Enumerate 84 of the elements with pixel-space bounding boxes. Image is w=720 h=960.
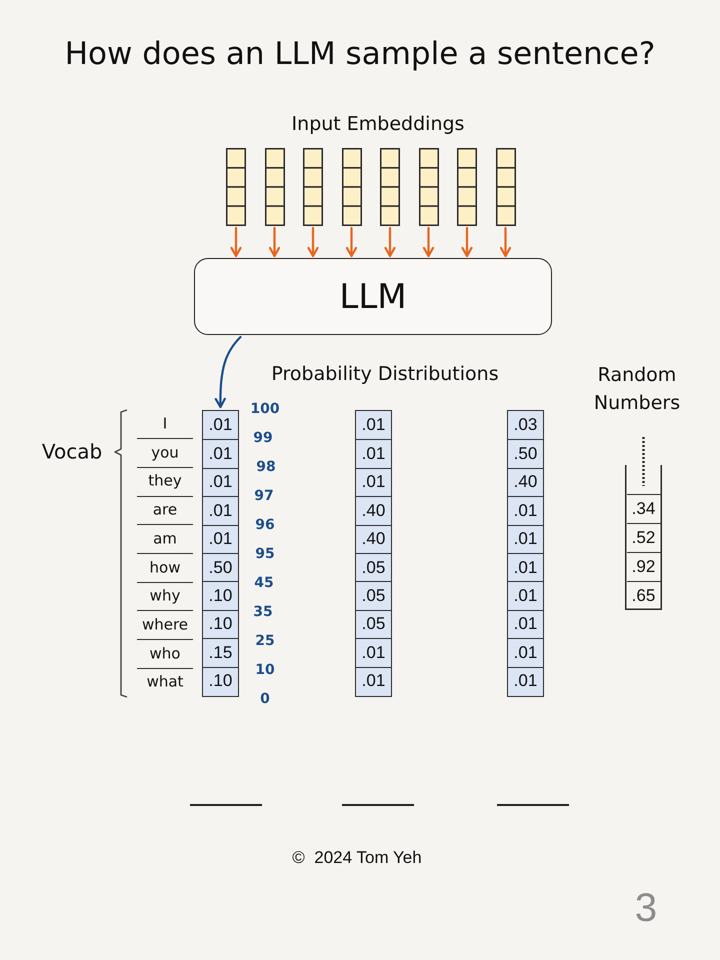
cumulative-number: 99 [253, 430, 273, 446]
random-number: .52 [626, 523, 660, 552]
vocab-word: am [153, 530, 177, 548]
probability-value: .01 [508, 553, 543, 582]
cumulative-number: 35 [253, 604, 273, 620]
probability-value: .10 [203, 610, 238, 638]
arrow [500, 226, 512, 258]
arrow [230, 226, 242, 258]
probability-column [507, 410, 544, 697]
vocab-word: you [151, 444, 179, 462]
probability-value: .01 [508, 496, 543, 525]
probability-value: .01 [508, 581, 543, 610]
vocab-word: are [152, 501, 178, 519]
probability-column [202, 410, 239, 697]
random-number: .34 [626, 494, 660, 523]
cumulative-number: 95 [255, 546, 275, 562]
arrow [461, 226, 473, 258]
embedding-vector [303, 148, 323, 226]
probability-value: .10 [203, 666, 238, 695]
probability-value: .40 [356, 496, 391, 525]
embedding-vector [380, 148, 400, 226]
probability-value: .01 [508, 610, 543, 638]
vocab-word: who [150, 644, 180, 662]
cumulative-number: 100 [250, 400, 280, 418]
probability-value: .50 [508, 439, 543, 468]
embedding-vector [457, 148, 477, 226]
vocab-word: where [142, 616, 188, 634]
section-heading: Input Embeddings [292, 114, 464, 136]
probability-value: .05 [356, 581, 391, 610]
vocab-word: what [146, 674, 184, 691]
arrow [422, 226, 434, 258]
arrow [268, 226, 280, 258]
arrow [346, 226, 358, 258]
probability-value: .01 [360, 414, 386, 436]
cumulative-number: 98 [256, 458, 276, 476]
probability-value: .01 [356, 439, 391, 468]
vocab-word: I [162, 415, 168, 433]
probability-value: .05 [356, 553, 391, 582]
arrow [214, 336, 242, 408]
title: How does an LLM sample a sentence? [64, 37, 656, 73]
cumulative-number: 25 [255, 632, 275, 650]
copyright-notice: © 2024 Tom Yeh [292, 848, 422, 868]
vocab-word: they [148, 472, 182, 490]
probability-value: .01 [203, 524, 238, 553]
probability-value: .01 [203, 439, 238, 468]
probability-value: .40 [356, 524, 391, 553]
cumulative-number: 96 [255, 516, 275, 534]
probability-value: .40 [508, 468, 543, 496]
vocab-word: how [150, 558, 180, 576]
probability-value: .10 [203, 581, 238, 610]
probability-value: .01 [508, 666, 543, 695]
probability-value: .01 [203, 468, 238, 496]
probability-value: .01 [356, 638, 391, 667]
cumulative-number: 10 [255, 662, 275, 678]
probability-value: .01 [508, 638, 543, 667]
section-heading: Random Numbers [592, 363, 682, 416]
brace-label: Vocab [42, 440, 102, 464]
probability-value: .01 [208, 414, 234, 436]
random-number-stack [625, 437, 662, 610]
random-number: .92 [626, 552, 660, 581]
arrow [307, 226, 319, 258]
model-box: LLM [194, 258, 552, 335]
arrow [384, 226, 396, 258]
probability-value: .50 [203, 553, 238, 582]
random-number: .65 [626, 581, 660, 610]
probability-value: .15 [203, 638, 238, 667]
probability-value: .01 [203, 496, 238, 525]
embedding-vector [496, 148, 516, 226]
embedding-vector [226, 148, 246, 226]
cumulative-number: 97 [254, 488, 274, 504]
probability-value: .05 [356, 610, 391, 638]
cumulative-number: 0 [260, 690, 270, 708]
embedding-vector [342, 148, 362, 226]
probability-value: .01 [508, 524, 543, 553]
embedding-vector [264, 148, 284, 226]
probability-value: .01 [356, 666, 391, 695]
section-heading: Probability Distributions [271, 364, 499, 386]
probability-column [355, 410, 392, 697]
embedding-vector [418, 148, 438, 226]
probability-value: .03 [512, 414, 538, 436]
cumulative-number: 45 [254, 574, 274, 592]
probability-value: .01 [356, 468, 391, 496]
page-number: 3 [634, 885, 658, 931]
vocab-word: why [150, 588, 180, 605]
